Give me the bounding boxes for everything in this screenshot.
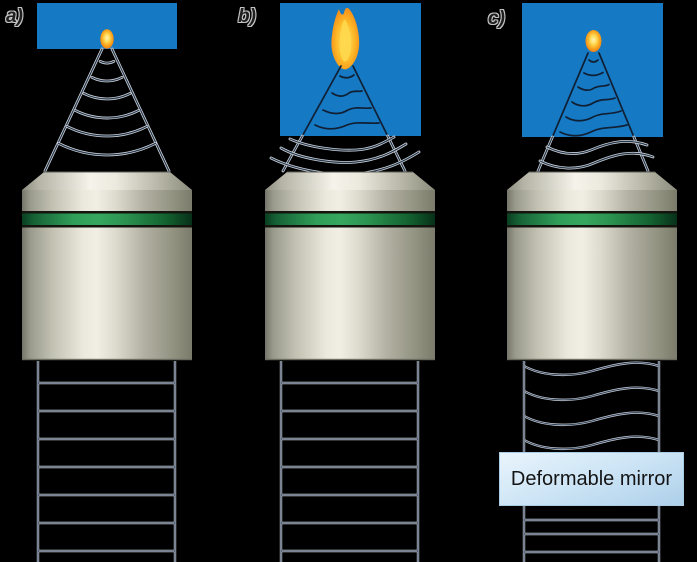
sample-slab-c	[522, 3, 663, 137]
panel-b-label: b)	[238, 6, 256, 27]
deformable-mirror-box: Deformable mirror	[499, 452, 684, 506]
objective-green-band-c	[507, 213, 677, 225]
plane-wavefront-beam-a	[36, 359, 177, 562]
deformable-mirror-label: Deformable mirror	[510, 467, 673, 490]
panel-c-label: c)	[488, 8, 505, 29]
panel-c-graphic	[507, 3, 677, 562]
objective-lens-c	[507, 171, 677, 361]
point-source-a	[100, 29, 114, 49]
objective-lens-a	[22, 171, 192, 361]
panel-a-graphic	[22, 3, 192, 562]
plane-wavefront-beam-b	[279, 359, 420, 562]
objective-lens-b	[265, 171, 435, 361]
panel-b-graphic	[265, 3, 435, 562]
deep-flame-source-b	[331, 7, 360, 70]
spherical-wavefronts-a	[43, 47, 171, 173]
objective-green-band-b	[265, 213, 435, 225]
panel-a-label: a)	[6, 6, 23, 27]
objective-green-band-a	[22, 213, 192, 225]
point-source-c	[585, 30, 602, 52]
